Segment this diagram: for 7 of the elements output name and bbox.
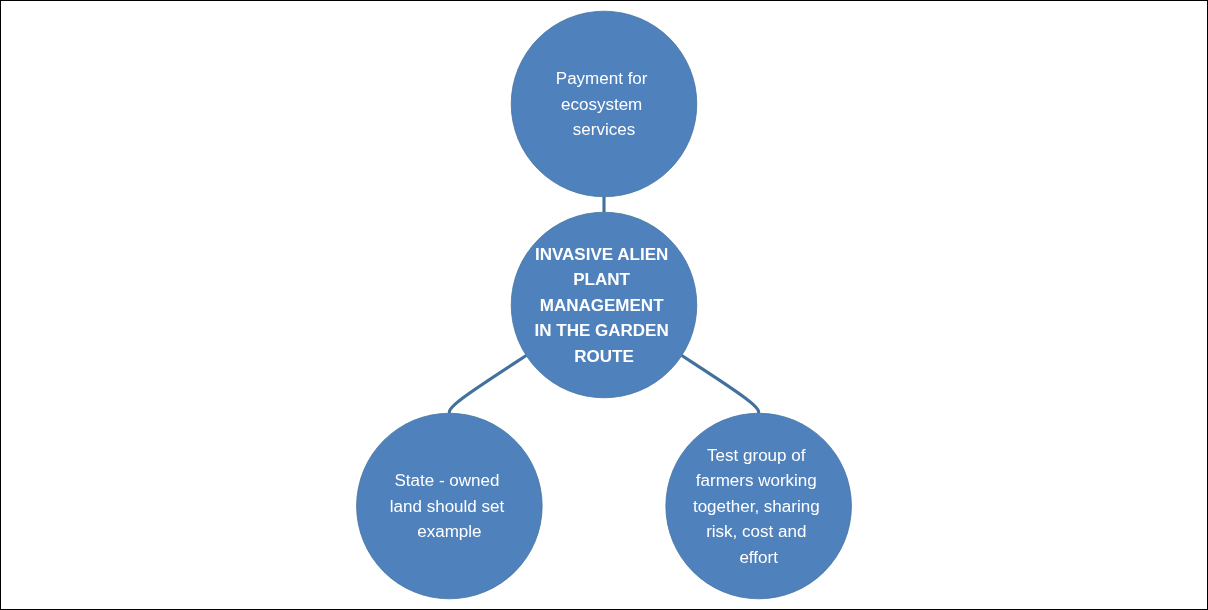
node-circle: Payment for ecosystem services [510,10,698,198]
node-circle: State - owned land should set example [356,412,543,600]
node-circle: INVASIVE ALIEN PLANT MANAGEMENT IN THE GARDEN ROUTE [510,211,698,399]
connector [680,354,761,414]
connector [447,354,528,414]
connector [602,196,606,213]
node-circle: Test group of farmers working together, sharing risk, cost and effort [665,412,852,600]
